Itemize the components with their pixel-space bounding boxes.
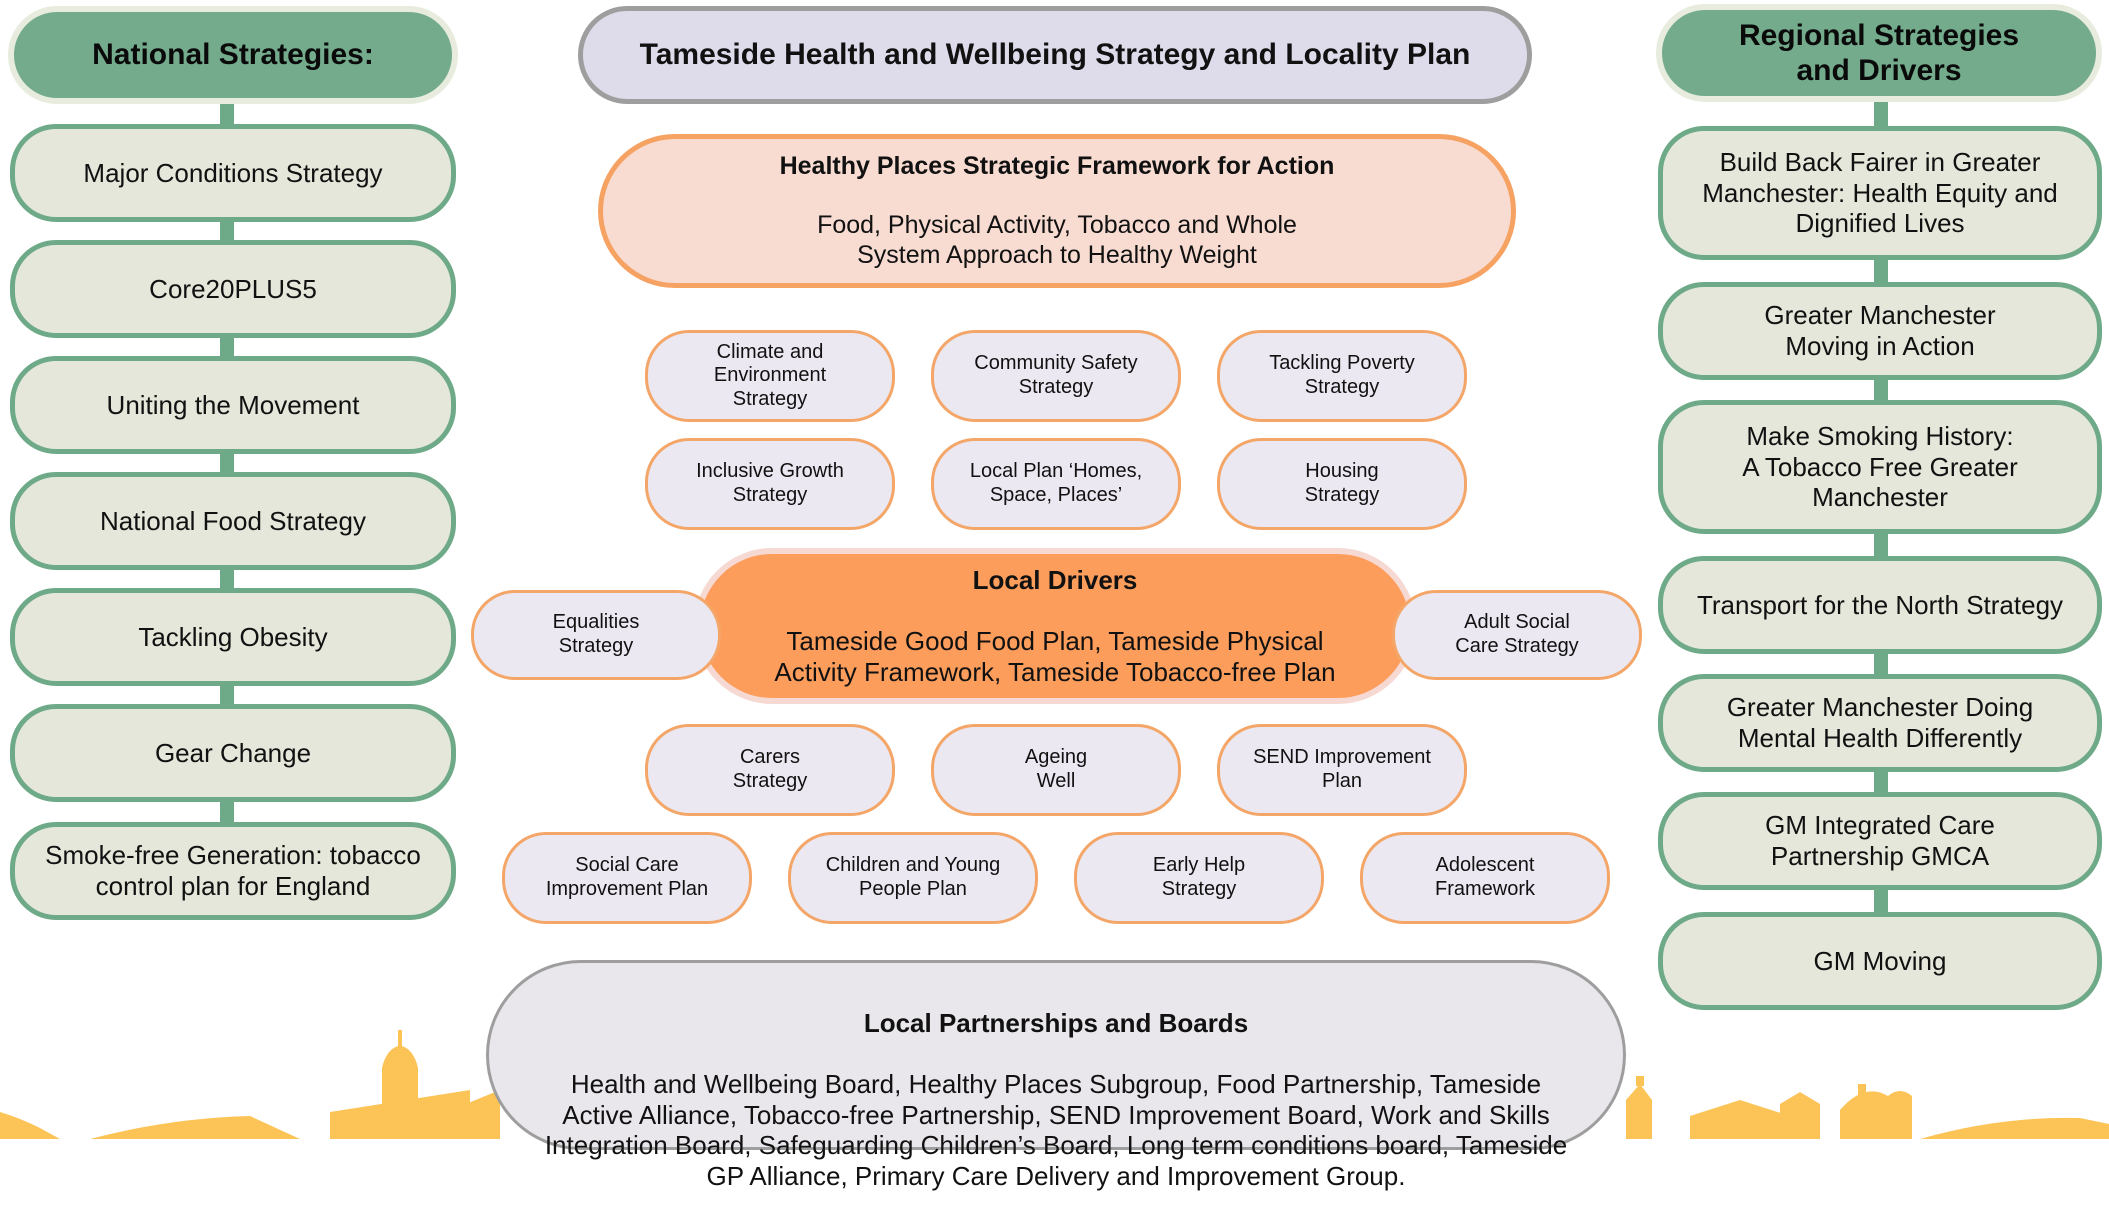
- national-strategies-header: National Strategies:: [8, 6, 458, 104]
- national-strategy-item: Gear Change: [10, 704, 456, 802]
- national-connector: [220, 452, 234, 474]
- national-strategy-item: Smoke-free Generation: tobacco control p…: [10, 822, 456, 920]
- local-drivers-body: Tameside Good Food Plan, Tameside Physic…: [774, 626, 1336, 687]
- adult-social-care-strategy-pill: Adult Social Care Strategy: [1392, 590, 1642, 680]
- regional-connector: [1874, 886, 1888, 916]
- local-drivers-heading: Local Drivers: [972, 564, 1138, 595]
- partnerships-body: Health and Wellbeing Board, Healthy Plac…: [544, 1069, 1568, 1192]
- local-strategy-pill: Adolescent Framework: [1360, 832, 1610, 924]
- national-connector: [220, 336, 234, 358]
- national-strategy-item: Tackling Obesity: [10, 588, 456, 686]
- regional-strategy-item: Greater Manchester Moving in Action: [1658, 282, 2102, 380]
- page-title: Tameside Health and Wellbeing Strategy a…: [578, 6, 1532, 104]
- regional-connector: [1874, 530, 1888, 560]
- regional-strategy-item: Greater Manchester Doing Mental Health D…: [1658, 674, 2102, 772]
- local-strategy-pill: Inclusive Growth Strategy: [645, 438, 895, 530]
- national-strategy-item: Core20PLUS5: [10, 240, 456, 338]
- local-strategy-pill: Social Care Improvement Plan: [502, 832, 752, 924]
- local-strategy-pill: Local Plan ‘Homes, Space, Places’: [931, 438, 1181, 530]
- local-strategy-pill: Housing Strategy: [1217, 438, 1467, 530]
- local-partnerships-boards: Local Partnerships and Boards Health and…: [486, 960, 1626, 1191]
- local-strategy-pill: Early Help Strategy: [1074, 832, 1324, 924]
- national-connector: [220, 568, 234, 590]
- regional-connector: [1874, 98, 1888, 128]
- national-strategy-item: National Food Strategy: [10, 472, 456, 570]
- framework-heading: Healthy Places Strategic Framework for A…: [779, 152, 1335, 180]
- local-strategy-pill: Carers Strategy: [645, 724, 895, 816]
- national-connector: [220, 220, 234, 242]
- regional-strategy-item: GM Integrated Care Partnership GMCA: [1658, 792, 2102, 890]
- local-strategy-pill: Ageing Well: [931, 724, 1181, 816]
- healthy-places-framework: Healthy Places Strategic Framework for A…: [598, 134, 1516, 288]
- local-strategy-pill: Tackling Poverty Strategy: [1217, 330, 1467, 422]
- framework-body: Food, Physical Activity, Tobacco and Who…: [817, 211, 1297, 269]
- equalities-strategy-pill: Equalities Strategy: [471, 590, 721, 680]
- regional-connector: [1874, 650, 1888, 680]
- regional-connector: [1874, 256, 1888, 286]
- local-strategy-pill: Children and Young People Plan: [788, 832, 1038, 924]
- national-strategy-item: Major Conditions Strategy: [10, 124, 456, 222]
- local-strategy-pill: Community Safety Strategy: [931, 330, 1181, 422]
- regional-strategy-item: Build Back Fairer in Greater Manchester:…: [1658, 126, 2102, 260]
- local-drivers: Local Drivers Tameside Good Food Plan, T…: [694, 548, 1416, 704]
- national-connector: [220, 102, 234, 124]
- regional-connector: [1874, 374, 1888, 404]
- national-connector: [220, 800, 234, 826]
- national-connector: [220, 684, 234, 706]
- local-strategy-pill: Climate and Environment Strategy: [645, 330, 895, 422]
- national-strategy-item: Uniting the Movement: [10, 356, 456, 454]
- regional-strategy-item: GM Moving: [1658, 912, 2102, 1010]
- local-strategy-pill: SEND Improvement Plan: [1217, 724, 1467, 816]
- regional-strategy-item: Make Smoking History: A Tobacco Free Gre…: [1658, 400, 2102, 534]
- town-skyline-silhouette: [0, 1030, 2109, 1139]
- partnerships-heading: Local Partnerships and Boards: [863, 1007, 1249, 1038]
- regional-strategy-item: Transport for the North Strategy: [1658, 556, 2102, 654]
- regional-strategies-header: Regional Strategies and Drivers: [1656, 4, 2102, 102]
- regional-connector: [1874, 768, 1888, 798]
